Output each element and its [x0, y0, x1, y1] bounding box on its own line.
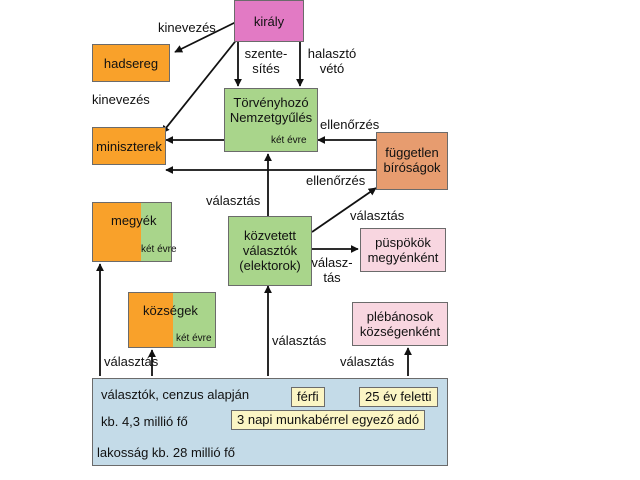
kozvetett-label-line2: választók	[242, 243, 298, 258]
torvenyhozo-box: Törvényhozó Nemzetgyűlés két évre	[224, 88, 318, 152]
kozvetett-label-line3: (elektorok)	[239, 258, 301, 273]
valasztok-cenzus-label: választók, cenzus alapján	[101, 387, 250, 402]
valasztok-count: kb. 4,3 millió fő	[101, 414, 188, 429]
plebanosok-label-line2: községenként	[359, 324, 441, 339]
arrow-kiraly-hadsereg	[174, 21, 237, 53]
kiraly-label: király	[253, 14, 285, 29]
fuggetlen-label-line1: független	[385, 145, 439, 160]
valasztas-puspokok-label-line2: tás	[323, 270, 341, 285]
lakossag-box: választók, cenzus alapján kb. 4,3 millió…	[92, 378, 448, 466]
hadsereg-label: hadsereg	[103, 56, 159, 71]
arrow-kozvetett-fuggetlen	[311, 187, 377, 233]
megyek-label: megyék	[111, 213, 157, 228]
plebanosok-box: plébánosok községenként	[352, 302, 448, 346]
kiraly-box: király	[234, 0, 304, 42]
ferfi-badge: férfi	[291, 387, 325, 407]
kozvetett-label-line1: közvetett	[243, 228, 297, 243]
torvenyhozo-term: két évre	[271, 135, 307, 146]
kozsegek-label: községek	[143, 303, 198, 318]
fuggetlen-birosagok-box: független bíróságok	[376, 132, 448, 190]
puspokok-label-line1: püspökök	[375, 235, 431, 250]
miniszterek-box: miniszterek	[92, 127, 166, 165]
hadsereg-box: hadsereg	[92, 44, 170, 82]
fuggetlen-label-line2: bíróságok	[383, 160, 441, 175]
megyek-term: két évre	[141, 244, 177, 255]
halaszto-veto-label-line2: vétó	[319, 61, 345, 76]
ellenorzes-bottom-label: ellenőrzés	[306, 173, 366, 188]
valasztas-megyek-label: választás	[104, 354, 159, 369]
valasztas-plebanosok-label: választás	[340, 354, 395, 369]
valasztas-torvenyhozo-label: választás	[206, 193, 261, 208]
tax-badge: 3 napi munkabérrel egyező adó	[231, 410, 426, 430]
kinevezes-hadsereg-label: kinevezés	[158, 20, 216, 35]
ellenorzes-top-label: ellenőrzés	[320, 117, 380, 132]
puspokok-label-line2: megyénként	[367, 250, 439, 265]
szentesites-label-line1: szente-	[244, 46, 288, 61]
arrow-kiraly-miniszterek	[161, 37, 239, 134]
valasztas-puspokok-label-line1: válasz-	[311, 255, 353, 270]
plebanosok-label-line1: plébánosok	[366, 309, 434, 324]
valasztas-kozvetett-label: választás	[272, 333, 327, 348]
age-badge: 25 év feletti	[359, 387, 438, 407]
lakossag-label: lakosság kb. 28 millió fő	[97, 445, 236, 460]
miniszterek-label: miniszterek	[96, 139, 162, 154]
szentesites-label-line2: sítés	[252, 61, 280, 76]
kozsegek-box: községek két évre	[128, 292, 216, 348]
torvenyhozo-label-line2: Nemzetgyűlés	[229, 110, 313, 125]
halaszto-veto-label-line1: halasztó	[307, 46, 357, 61]
valasztas-fuggetlen-label: választás	[350, 208, 405, 223]
torvenyhozo-label-line1: Törvényhozó	[233, 95, 309, 110]
kozsegek-term: két évre	[176, 333, 212, 344]
puspokok-box: püspökök megyénként	[360, 228, 446, 272]
kinevezes-miniszterek-label: kinevezés	[92, 92, 150, 107]
megyek-box: megyék két évre	[92, 202, 177, 262]
kozvetett-valasztok-box: közvetett választók (elektorok)	[228, 216, 312, 286]
